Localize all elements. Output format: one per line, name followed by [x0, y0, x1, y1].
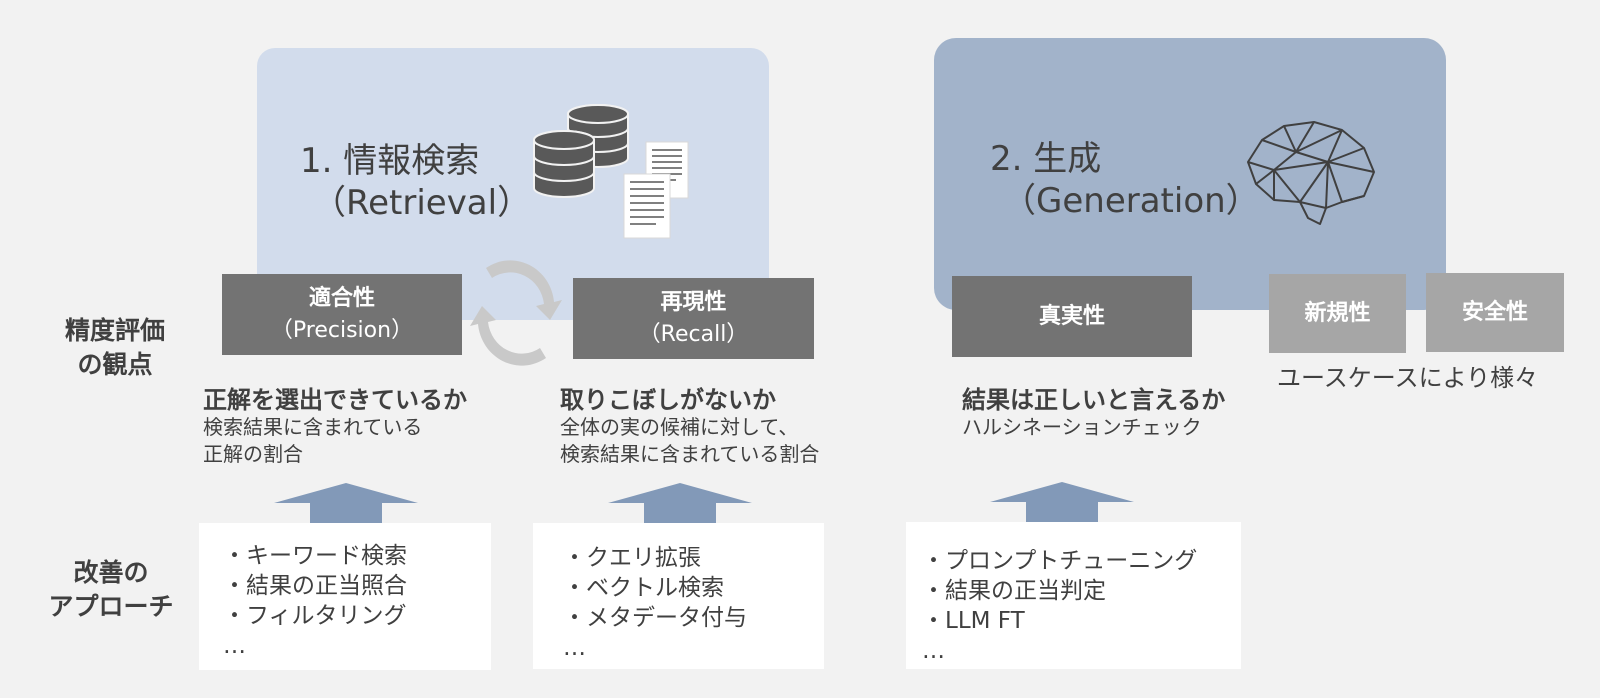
approach-label: 改善の アプローチ [48, 558, 174, 621]
generation-subtitle: （Generation） [1002, 181, 1260, 221]
list-item: ・メタデータ付与 [563, 605, 747, 631]
retrieval-subtitle: （Retrieval） [312, 183, 532, 223]
novelty-box: 新規性 [1269, 274, 1406, 353]
list-item: ・クエリ拡張 [563, 545, 701, 571]
generation-approach-card: ・プロンプトチューニング ・結果の正当判定 ・LLM FT … [906, 522, 1241, 669]
brain-network-icon [1247, 121, 1375, 225]
recall-description: 全体の実の候補に対して、 検索結果に含まれている割合 [560, 415, 820, 466]
cycle-arrows-icon [470, 260, 562, 366]
safety-box: 安全性 [1426, 273, 1564, 352]
precision-description: 検索結果に含まれている 正解の割合 [203, 415, 423, 466]
truthfulness-box: 真実性 [952, 276, 1192, 357]
list-item: … [563, 635, 586, 661]
list-item: ・キーワード検索 [223, 543, 407, 569]
truthfulness-question: 結果は正しいと言えるか [962, 386, 1226, 414]
retrieval-approach-card: ・キーワード検索 ・結果の正当照合 ・フィルタリング … [199, 523, 491, 670]
list-item: … [223, 633, 246, 659]
list-item: ・ベクトル検索 [563, 575, 724, 601]
list-item: ・LLM FT [922, 608, 1025, 634]
recall-approach-card: ・クエリ拡張 ・ベクトル検索 ・メタデータ付与 … [533, 523, 824, 669]
up-arrow-icon [274, 483, 418, 523]
eval-perspective-label: 精度評価 の観点 [64, 316, 165, 379]
list-item: ・結果の正当判定 [922, 578, 1106, 604]
list-item: ・結果の正当照合 [223, 573, 407, 599]
list-item: ・プロンプトチューニング [922, 548, 1198, 574]
truthfulness-description: ハルシネーションチェック [962, 415, 1202, 439]
usecase-note: ユースケースにより様々 [1277, 364, 1539, 392]
recall-box: 再現性 （Recall） [573, 278, 814, 359]
precision-box: 適合性 （Precision） [222, 274, 462, 355]
database-icon [533, 104, 629, 198]
list-item: … [922, 638, 945, 664]
generation-panel [934, 38, 1446, 310]
precision-question: 正解を選出できているか [203, 386, 467, 414]
document-icon [623, 141, 689, 239]
list-item: ・フィルタリング [223, 603, 407, 629]
up-arrow-icon [990, 482, 1134, 522]
recall-question: 取りこぼしがないか [560, 386, 776, 414]
generation-title: 2. 生成 [990, 139, 1102, 179]
retrieval-title: 1. 情報検索 [300, 141, 480, 181]
up-arrow-icon [608, 483, 752, 523]
